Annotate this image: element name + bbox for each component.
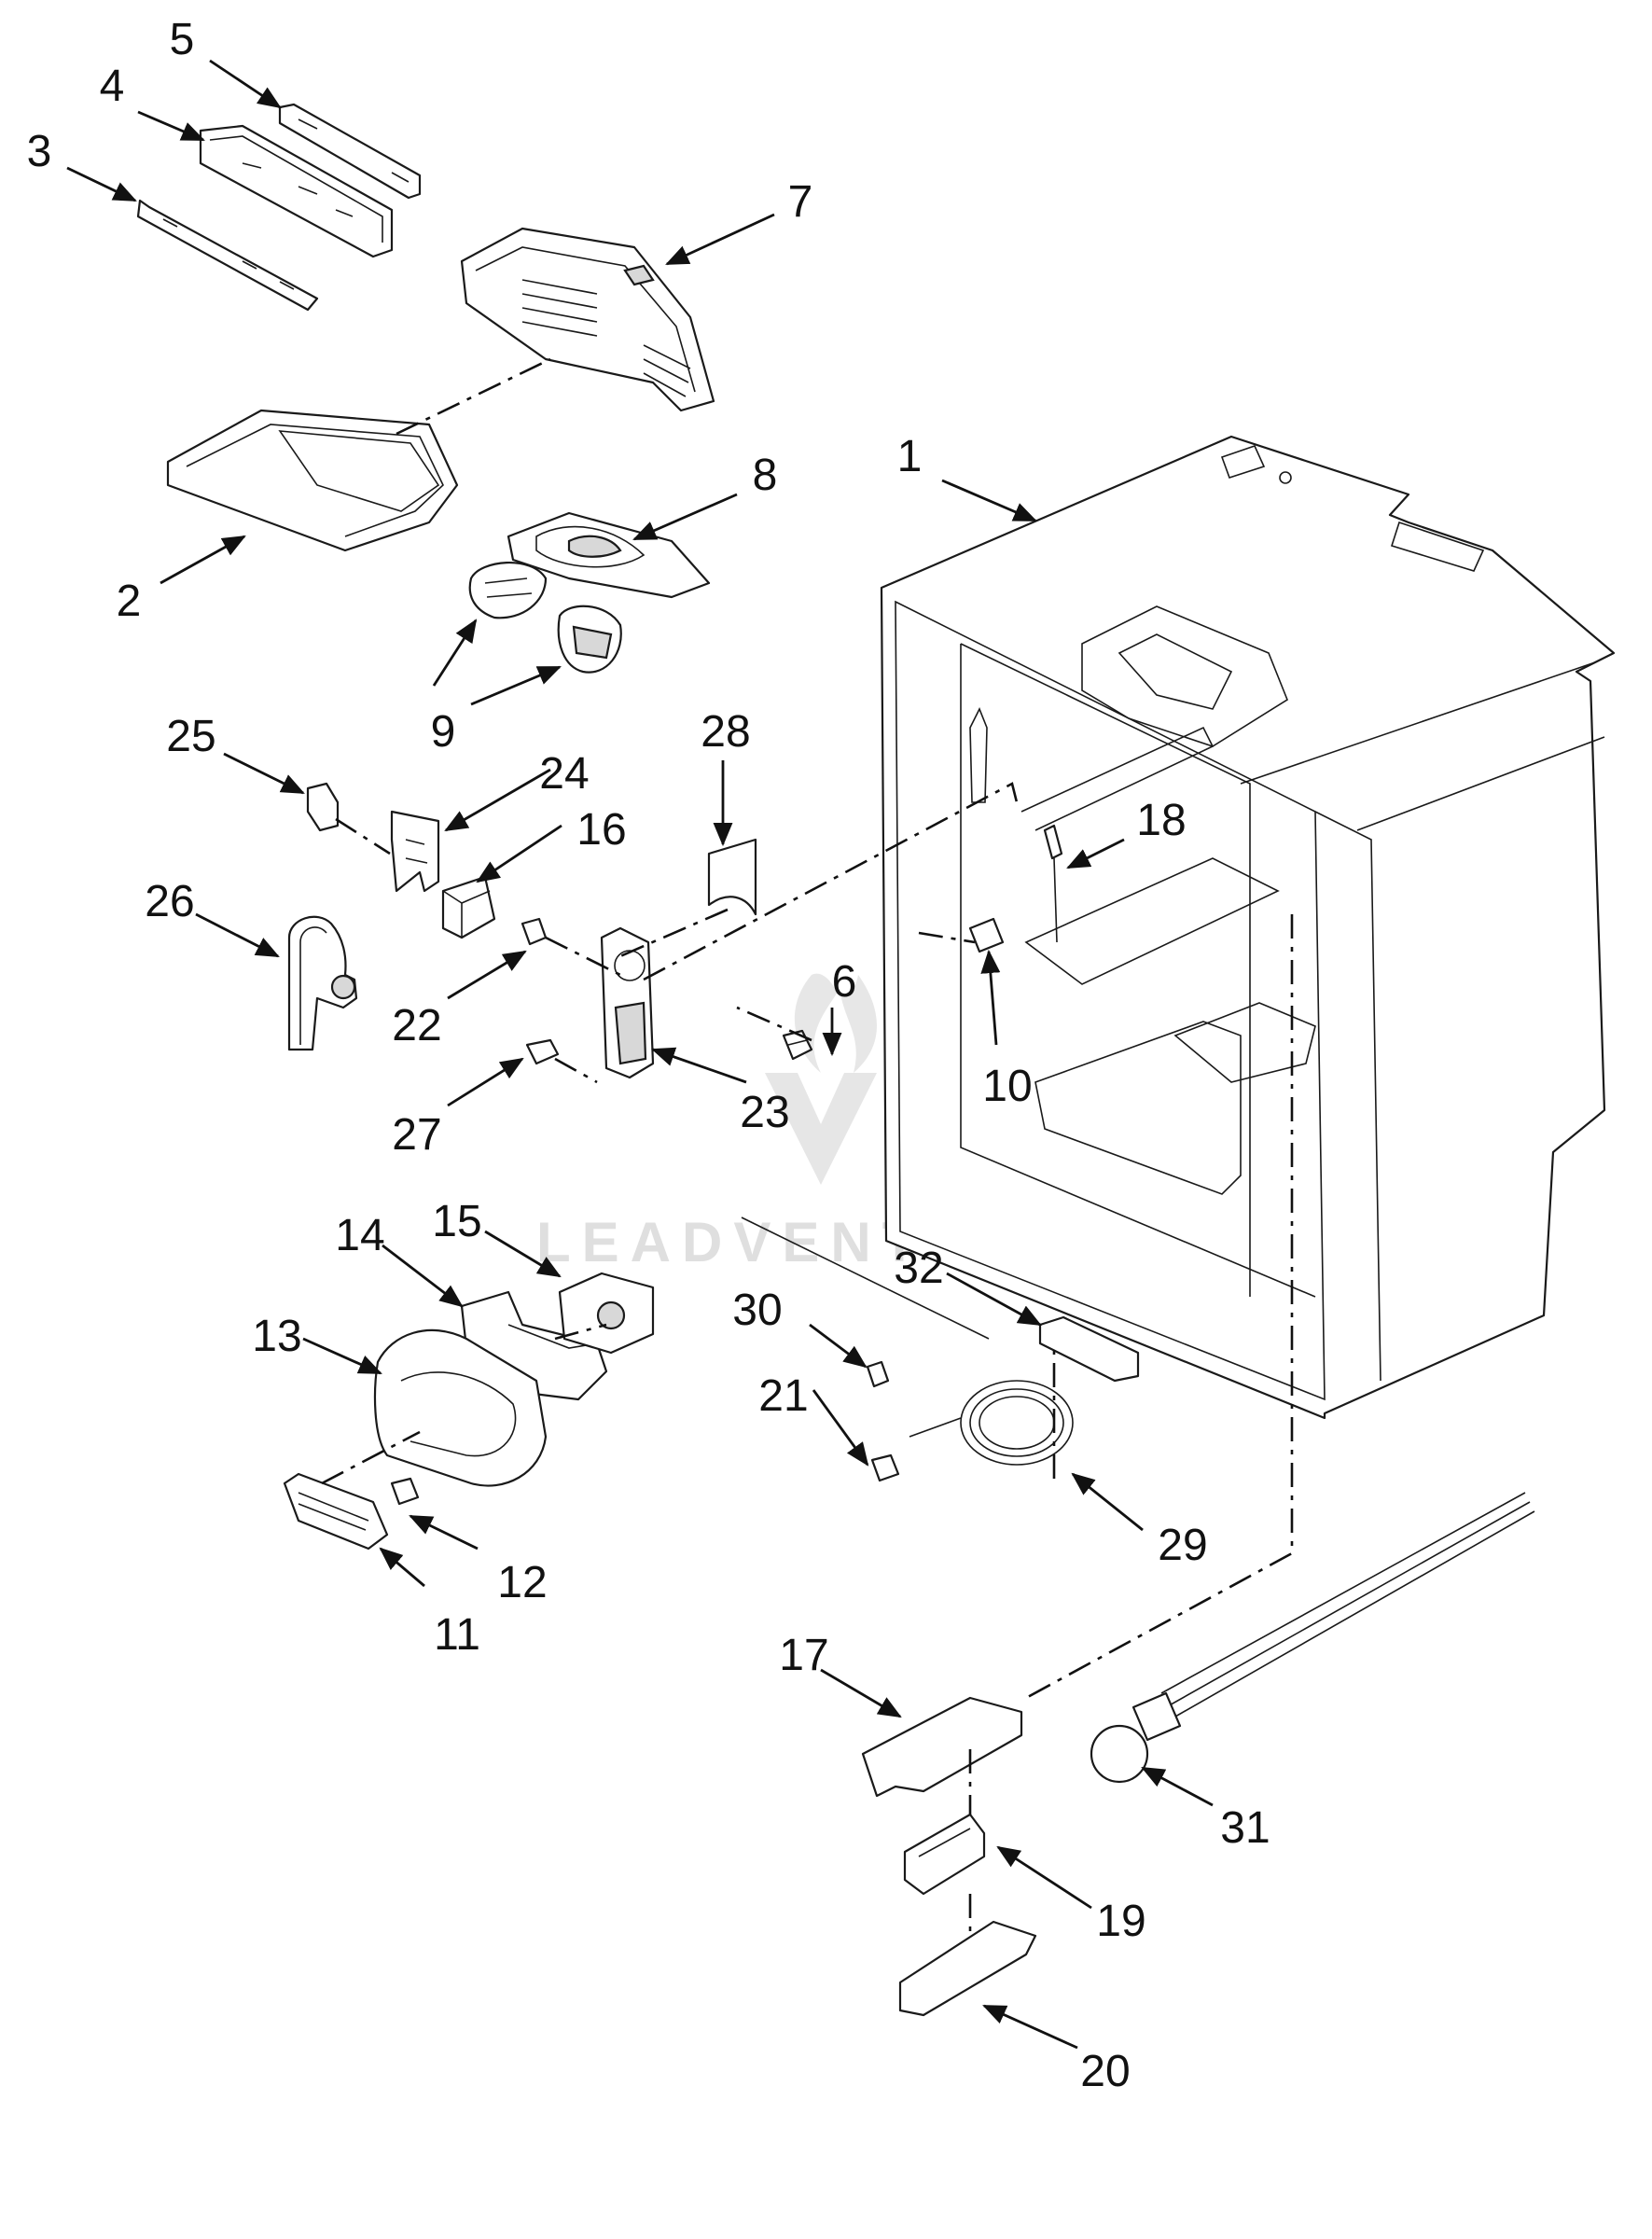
- part-32-bracket: [1038, 1315, 1140, 1383]
- callout-7: 7: [788, 177, 813, 227]
- part-25-switch: [306, 782, 340, 832]
- callout-9: 9: [431, 707, 456, 757]
- callout-13: 13: [252, 1312, 301, 1361]
- callout-32: 32: [894, 1244, 943, 1293]
- part-28-seal: [707, 838, 757, 916]
- callout-2: 2: [117, 577, 142, 626]
- callout-23: 23: [740, 1088, 789, 1137]
- callout-3: 3: [27, 127, 52, 176]
- callout-19: 19: [1096, 1897, 1145, 1946]
- callout-1: 1: [897, 432, 923, 481]
- part-20-filter-cover: [898, 1920, 1037, 2017]
- callout-5: 5: [170, 15, 195, 64]
- callout-29: 29: [1158, 1521, 1207, 1570]
- part-8-air-damper-housing: [507, 511, 711, 599]
- callout-6: 6: [832, 957, 857, 1007]
- part-22-clip: [521, 917, 548, 946]
- part-11-drip-tray: [283, 1472, 389, 1551]
- part-3-trim-strip: [136, 199, 319, 312]
- callout-17: 17: [779, 1631, 828, 1680]
- part-12-screw: [390, 1477, 420, 1506]
- callout-14: 14: [335, 1211, 384, 1260]
- part-5-control-board: [278, 103, 422, 200]
- part-30-nut: [866, 1360, 890, 1388]
- part-1-cabinet-liner: [880, 435, 1616, 1420]
- part-9-dampers: [468, 561, 622, 674]
- part-4-control-housing: [199, 124, 394, 258]
- part-2-crisper-cover: [166, 409, 459, 552]
- callout-8: 8: [753, 451, 778, 500]
- callout-28: 28: [701, 707, 750, 757]
- part-16-cover: [441, 875, 496, 939]
- callout-26: 26: [145, 877, 194, 926]
- part-26-water-tube: [287, 915, 358, 1051]
- callout-15: 15: [432, 1197, 481, 1246]
- part-13-dispenser-bezel: [373, 1328, 548, 1487]
- callout-30: 30: [732, 1286, 782, 1335]
- part-21-screw: [870, 1453, 900, 1482]
- part-15-dispenser-control: [558, 1272, 655, 1355]
- callout-31: 31: [1220, 1803, 1270, 1853]
- callout-labels: 1 2 3 4 5 6 7 8 9 10 11 12 13 14 15 16 1…: [27, 15, 1270, 2096]
- callout-16: 16: [576, 805, 626, 855]
- part-7-air-duct-cover: [460, 227, 715, 412]
- callout-27: 27: [392, 1110, 441, 1160]
- callout-24: 24: [539, 749, 589, 799]
- callout-12: 12: [497, 1558, 547, 1607]
- part-10-light-switch: [968, 917, 1005, 953]
- callout-4: 4: [100, 62, 125, 111]
- part-23-dispenser-housing: [600, 926, 655, 1079]
- callout-11: 11: [434, 1610, 480, 1660]
- part-19-water-filter: [903, 1813, 986, 1896]
- callout-21: 21: [758, 1371, 808, 1421]
- callout-18: 18: [1136, 796, 1186, 845]
- callout-arrows: [66, 59, 1214, 2050]
- part-31-valve-tubes: [1090, 1492, 1535, 1784]
- callout-25: 25: [166, 712, 215, 761]
- callout-10: 10: [982, 1062, 1032, 1111]
- callout-20: 20: [1080, 2047, 1130, 2096]
- part-24-bracket: [390, 810, 440, 893]
- callout-22: 22: [392, 1001, 441, 1050]
- part-27-clip: [525, 1038, 560, 1065]
- part-18-thermistor: [1043, 824, 1063, 943]
- part-17-filter-housing: [861, 1696, 1023, 1798]
- alignment-lines: [321, 357, 1294, 1931]
